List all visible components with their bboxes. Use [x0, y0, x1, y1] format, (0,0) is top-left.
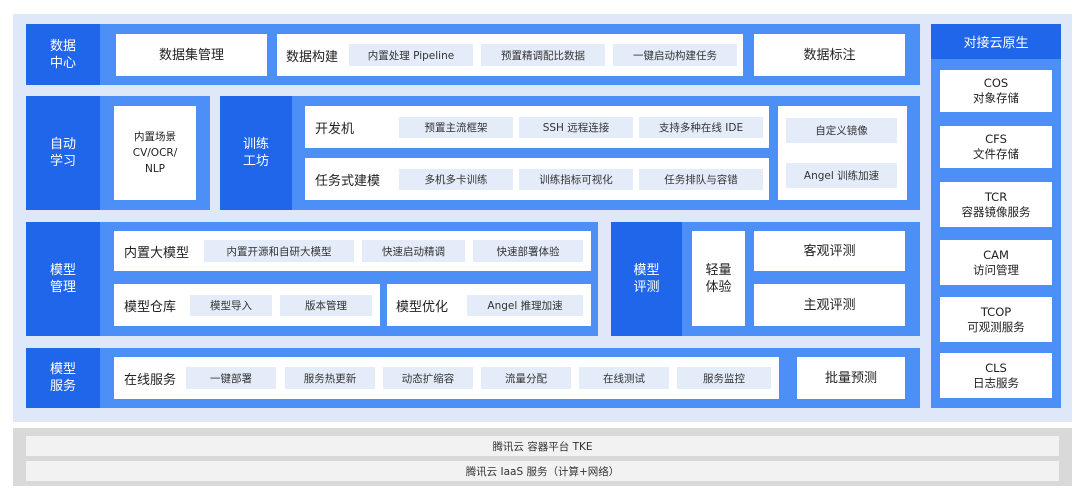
- task-modeling-label: 任务式建模: [315, 173, 381, 189]
- model-service-header: 模型 服务: [26, 348, 100, 408]
- service-chip-3: 动态扩缩容: [383, 367, 473, 389]
- subjective-eval-box: 主观评测: [754, 284, 905, 326]
- cam-access-box: CAM 访问管理: [940, 240, 1052, 285]
- tcr-registry-box: TCR 容器镜像服务: [940, 182, 1052, 227]
- tke-bar: 腾讯云 容器平台 TKE: [26, 436, 1059, 456]
- dev-chip-2: SSH 远程连接: [519, 117, 633, 138]
- service-chip-2: 服务热更新: [285, 367, 375, 389]
- tcop-observability-box: TCOP 可观测服务: [940, 297, 1052, 342]
- objective-eval-box: 客观评测: [754, 231, 905, 271]
- cos-storage-box: COS 对象存储: [940, 70, 1052, 112]
- model-optimization-label: 模型优化: [396, 299, 449, 315]
- iaas-bar: 腾讯云 IaaS 服务（计算+网络）: [26, 461, 1059, 481]
- service-chip-1: 一键部署: [186, 367, 276, 389]
- llm-chip-3: 快速部署体验: [473, 240, 583, 262]
- dev-chip-1: 预置主流框架: [399, 117, 513, 138]
- built-in-llm-label: 内置大模型: [124, 245, 190, 261]
- repo-chip-2: 版本管理: [280, 295, 372, 316]
- data-build-label: 数据构建: [286, 49, 339, 65]
- service-chip-4: 流量分配: [481, 367, 571, 389]
- task-chip-3: 任务排队与容错: [639, 169, 763, 190]
- batch-prediction-box: 批量预测: [797, 357, 905, 399]
- cls-log-box: CLS 日志服务: [940, 353, 1052, 398]
- opt-chip-1: Angel 推理加速: [467, 295, 583, 316]
- task-chip-1: 多机多卡训练: [399, 169, 513, 190]
- light-experience-box: 轻量 体验: [692, 231, 745, 326]
- dataset-management-box: 数据集管理: [116, 34, 267, 76]
- dev-machine-label: 开发机: [315, 121, 355, 137]
- built-in-scenes-box: 内置场景 CV/OCR/ NLP: [114, 106, 196, 200]
- llm-chip-1: 内置开源和自研大模型: [204, 240, 354, 262]
- custom-image-chip: 自定义镜像: [786, 118, 897, 143]
- auto-learning-header: 自动 学习: [26, 96, 100, 210]
- evaluation-header: 模型 评测: [611, 222, 682, 336]
- build-chip-3: 一键启动构建任务: [613, 44, 737, 66]
- repo-chip-1: 模型导入: [190, 295, 272, 316]
- service-chip-5: 在线测试: [579, 367, 669, 389]
- task-chip-2: 训练指标可视化: [519, 169, 633, 190]
- dev-chip-3: 支持多种在线 IDE: [639, 117, 763, 138]
- service-chip-6: 服务监控: [677, 367, 771, 389]
- training-header: 训练 工坊: [220, 96, 292, 210]
- model-management-header: 模型 管理: [26, 222, 100, 336]
- data-annotation-box: 数据标注: [754, 34, 905, 76]
- cfs-storage-box: CFS 文件存储: [940, 126, 1052, 168]
- llm-chip-2: 快速启动精调: [362, 240, 465, 262]
- angel-training-chip: Angel 训练加速: [786, 163, 897, 188]
- model-repo-label: 模型仓库: [124, 299, 177, 315]
- cloud-native-header: 对接云原生: [931, 24, 1061, 59]
- build-chip-1: 内置处理 Pipeline: [349, 44, 473, 66]
- data-center-header: 数据 中心: [26, 24, 100, 85]
- online-service-label: 在线服务: [124, 372, 177, 388]
- build-chip-2: 预置精调配比数据: [481, 44, 605, 66]
